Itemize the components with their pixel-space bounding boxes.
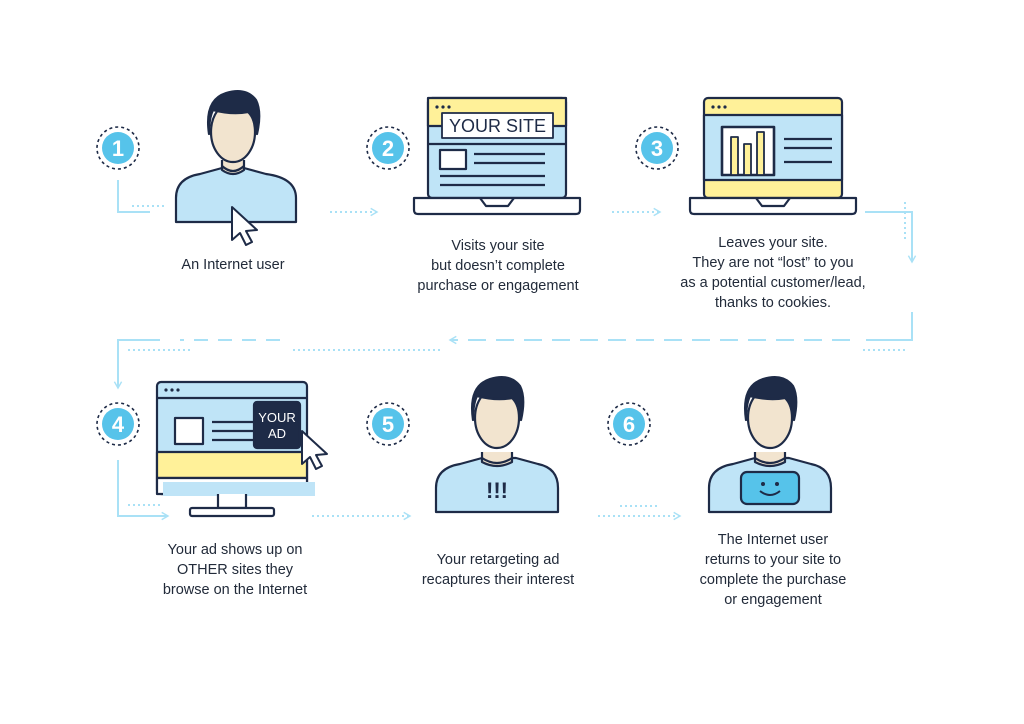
step-number: 4 (112, 412, 125, 437)
caption-line: thanks to cookies. (714, 295, 832, 311)
flow-arrows (113, 180, 917, 521)
caption-line: complete the purchase (699, 572, 847, 588)
step-number: 3 (651, 136, 663, 161)
caption-line: An Internet user (181, 257, 285, 273)
caption-line: browse on the Internet (162, 582, 308, 598)
monitor-ad-icon: YOUR AD (155, 380, 328, 518)
caption-line: Your ad shows up on (167, 542, 303, 558)
caption-line: The Internet user (717, 532, 829, 548)
caption-line: returns to your site to (704, 552, 842, 568)
caption-line: or engagement (724, 592, 822, 608)
step-3-caption: Leaves your site. They are not “lost” to… (653, 233, 893, 313)
arrow-3-to-down (865, 211, 917, 264)
step-1-caption: An Internet user (133, 255, 333, 275)
arrow-to-4 (113, 339, 160, 390)
step-badge-1: 1 (96, 126, 140, 170)
step-5-caption: Your retargeting ad recaptures their int… (388, 550, 608, 590)
person-interest-icon: !!! (434, 376, 560, 514)
step-badge-6: 6 (607, 402, 651, 446)
step-6-caption: The Internet user returns to your site t… (663, 530, 883, 610)
step-number: 2 (382, 136, 394, 161)
caption-line: Leaves your site. (718, 235, 828, 251)
your-site-label: YOUR SITE (449, 116, 546, 136)
laptop-your-site-icon: YOUR SITE (412, 96, 582, 216)
ad-label-line-2: AD (268, 426, 286, 441)
step-badge-2: 2 (366, 126, 410, 170)
caption-line: but doesn’t complete (431, 258, 565, 274)
laptop-bar-chart-icon (688, 96, 858, 216)
shirt-exclamation-label: !!! (486, 478, 508, 503)
step-badge-4: 4 (96, 402, 140, 446)
step-number: 5 (382, 412, 394, 437)
step-badge-3: 3 (635, 126, 679, 170)
person-smile-icon (707, 376, 833, 514)
person-cursor-icon (174, 90, 298, 246)
caption-line: Visits your site (451, 238, 545, 254)
caption-line: They are not “lost” to you (692, 255, 854, 271)
step-4-caption: Your ad shows up on OTHER sites they bro… (125, 540, 345, 600)
arrow-4-to-5 (117, 460, 170, 521)
step-number: 6 (623, 412, 635, 437)
arrow-1-to-2 (117, 180, 150, 213)
caption-line: Your retargeting ad (436, 552, 560, 568)
ad-label-line-1: YOUR (258, 410, 296, 425)
step-2-caption: Visits your site but doesn’t complete pu… (388, 236, 608, 296)
caption-line: as a potential customer/lead, (680, 275, 866, 291)
caption-line: OTHER sites they (176, 562, 294, 578)
caption-line: recaptures their interest (421, 572, 575, 588)
arrow-return-line (866, 312, 913, 341)
caption-line: purchase or engagement (417, 278, 579, 294)
step-number: 1 (112, 136, 124, 161)
step-badge-5: 5 (366, 402, 410, 446)
